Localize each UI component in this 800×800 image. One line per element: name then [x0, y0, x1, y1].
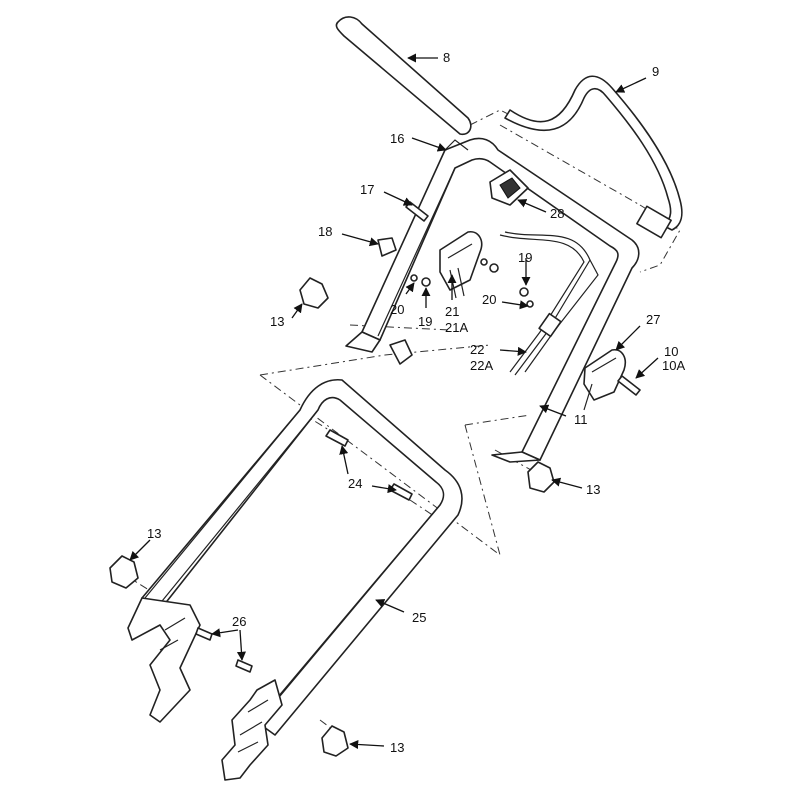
callout-22: 22 [470, 342, 484, 357]
callout-13-right: 13 [586, 482, 600, 497]
mounting-bracket-left [127, 597, 201, 723]
callout-13-bottom: 13 [390, 740, 404, 755]
callout-28: 28 [550, 206, 564, 221]
callout-10a: 10A [662, 358, 685, 373]
callout-20-right: 20 [482, 292, 496, 307]
mounting-bracket-right [221, 679, 283, 781]
callout-20-left: 20 [390, 302, 404, 317]
callout-27: 27 [646, 312, 660, 327]
callout-8: 8 [443, 50, 450, 65]
callout-9: 9 [652, 64, 659, 79]
leader-arrows [129, 53, 659, 750]
knob-13-left [109, 555, 139, 589]
alignment-lines [124, 109, 681, 736]
control-bail-part-9 [504, 75, 683, 239]
callout-19-right: 19 [518, 250, 532, 265]
callout-24: 24 [348, 476, 362, 491]
lower-handle-part-25 [141, 379, 463, 736]
control-lever-part-21 [439, 230, 483, 299]
callout-25: 25 [412, 610, 426, 625]
callout-labels: 8 9 16 17 28 18 19 20 21 21A 19 20 13 27… [147, 50, 685, 755]
callout-22a: 22A [470, 358, 493, 373]
callout-21: 21 [445, 304, 459, 319]
callout-16: 16 [390, 131, 404, 146]
cable-clip-part-28 [489, 169, 529, 206]
hardware [109, 201, 641, 757]
knob-13-right [527, 461, 555, 493]
callout-13-upper: 13 [270, 314, 284, 329]
knob-13-upper [299, 277, 329, 309]
callout-26: 26 [232, 614, 246, 629]
callout-19-left: 19 [418, 314, 432, 329]
cables-part-22 [499, 231, 599, 376]
callout-18: 18 [318, 224, 332, 239]
callout-10: 10 [664, 344, 678, 359]
callout-13-left: 13 [147, 526, 161, 541]
grip-part-8 [335, 16, 472, 136]
knob-13-bottom [321, 725, 349, 757]
callout-11: 11 [574, 412, 588, 427]
control-lever-part-27 [583, 348, 627, 411]
upper-handle-part-16 [345, 137, 640, 463]
callout-21a: 21A [445, 320, 468, 335]
callout-17: 17 [360, 182, 374, 197]
